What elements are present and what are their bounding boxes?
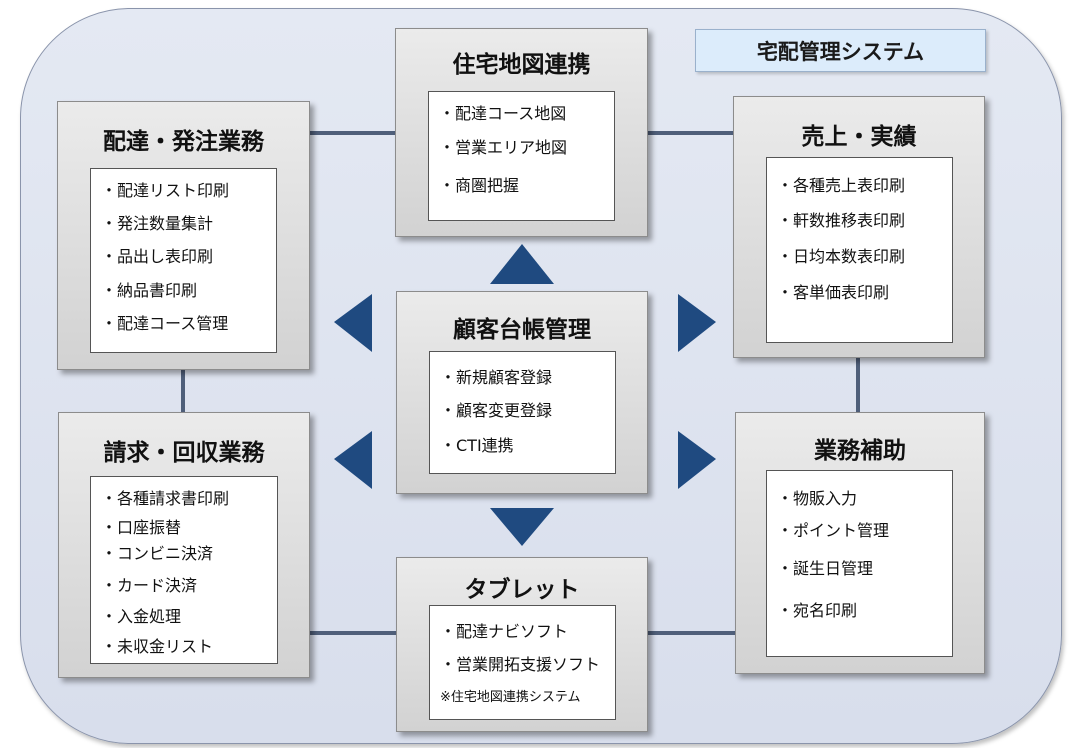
list-item: ・各種請求書印刷	[101, 489, 230, 508]
module-map-title: 住宅地図連携	[452, 52, 591, 78]
module-delivery-title: 配達・発注業務	[103, 129, 264, 155]
module-billing: 請求・回収業務 ・各種請求書印刷 ・口座振替 ・コンビニ決済 ・カード決済 ・入…	[58, 412, 310, 678]
list-item: ・営業エリア地図	[439, 138, 568, 157]
arrow-right-bottom-icon	[678, 431, 716, 489]
module-customer-title: 顧客台帳管理	[453, 317, 591, 343]
list-item: ・配達リスト印刷	[101, 181, 230, 200]
list-item: ・営業開拓支援ソフト	[440, 655, 601, 674]
list-item: ・発注数量集計	[101, 214, 214, 233]
list-item: ・品出し表印刷	[101, 247, 214, 266]
list-item: ・商圏把握	[439, 176, 520, 195]
module-billing-title: 請求・回収業務	[103, 440, 265, 466]
module-delivery: 配達・発注業務 ・配達リスト印刷 ・発注数量集計 ・品出し表印刷 ・納品書印刷 …	[57, 101, 310, 370]
module-tablet-list: ・配達ナビソフト ・営業開拓支援ソフト ※住宅地図連携システム	[429, 605, 616, 720]
list-item: ・新規顧客登録	[440, 368, 553, 387]
list-item: ・各種売上表印刷	[777, 176, 906, 195]
list-item: ・客単価表印刷	[777, 283, 890, 302]
module-support: 業務補助 ・物販入力 ・ポイント管理 ・誕生日管理 ・宛名印刷	[735, 412, 985, 674]
list-item: ・CTI連携	[440, 436, 514, 455]
list-item: ・コンビニ決済	[101, 544, 214, 563]
module-map: 住宅地図連携 ・配達コース地図 ・営業エリア地図 ・商圏把握	[395, 28, 648, 237]
module-sales-list: ・各種売上表印刷 ・軒数推移表印刷 ・日均本数表印刷 ・客単価表印刷	[766, 157, 953, 343]
arrow-left-bottom-icon	[334, 431, 372, 489]
list-item: ・ポイント管理	[777, 521, 890, 540]
module-billing-list: ・各種請求書印刷 ・口座振替 ・コンビニ決済 ・カード決済 ・入金処理 ・未収金…	[90, 476, 278, 664]
list-item: ・顧客変更登録	[440, 401, 553, 420]
list-item: ・口座振替	[101, 518, 182, 537]
list-item: ・日均本数表印刷	[777, 247, 906, 266]
module-support-title: 業務補助	[814, 438, 906, 464]
list-item: ・軒数推移表印刷	[777, 211, 906, 230]
system-title: 宅配管理システム	[695, 29, 986, 72]
list-item: ・配達コース管理	[101, 314, 229, 333]
module-customer: 顧客台帳管理 ・新規顧客登録 ・顧客変更登録 ・CTI連携	[396, 291, 648, 494]
module-tablet-title: タブレット	[464, 577, 580, 603]
tablet-note: ※住宅地図連携システム	[440, 690, 581, 705]
arrow-up-icon	[490, 244, 554, 284]
list-item: ・配達コース地図	[439, 104, 567, 123]
list-item: ・誕生日管理	[777, 559, 874, 578]
arrow-right-top-icon	[678, 294, 716, 352]
module-delivery-list: ・配達リスト印刷 ・発注数量集計 ・品出し表印刷 ・納品書印刷 ・配達コース管理	[90, 168, 277, 353]
module-tablet: タブレット ・配達ナビソフト ・営業開拓支援ソフト ※住宅地図連携システム	[396, 557, 648, 732]
list-item: ・納品書印刷	[101, 281, 198, 300]
list-item: ・配達ナビソフト	[440, 622, 569, 641]
list-item: ・入金処理	[101, 607, 182, 626]
arrow-down-icon	[490, 508, 554, 546]
module-sales: 売上・実績 ・各種売上表印刷 ・軒数推移表印刷 ・日均本数表印刷 ・客単価表印刷	[733, 96, 985, 358]
list-item: ・物販入力	[777, 489, 858, 508]
list-item: ・カード決済	[101, 576, 198, 595]
list-item: ・宛名印刷	[777, 601, 858, 620]
module-sales-title: 売上・実績	[801, 124, 917, 150]
module-support-list: ・物販入力 ・ポイント管理 ・誕生日管理 ・宛名印刷	[766, 470, 953, 657]
list-item: ・未収金リスト	[101, 637, 214, 656]
module-customer-list: ・新規顧客登録 ・顧客変更登録 ・CTI連携	[429, 351, 616, 474]
arrow-left-top-icon	[334, 294, 372, 352]
module-map-list: ・配達コース地図 ・営業エリア地図 ・商圏把握	[428, 91, 615, 221]
